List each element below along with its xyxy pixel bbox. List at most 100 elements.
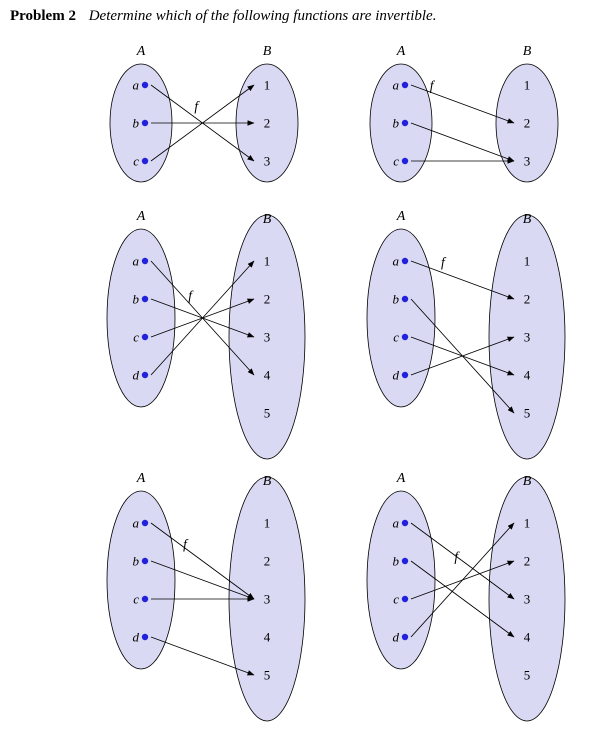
domain-element-dot xyxy=(401,119,409,127)
mapping-arrow xyxy=(410,260,515,300)
codomain-set-ellipse xyxy=(495,63,559,183)
domain-element-label: a xyxy=(133,516,140,531)
domain-element-dot xyxy=(141,81,149,89)
domain-element-dot xyxy=(141,333,149,341)
codomain-element-label: 1 xyxy=(264,516,271,531)
domain-set-ellipse xyxy=(366,228,436,408)
codomain-element-label: 5 xyxy=(524,668,531,683)
domain-element-dot xyxy=(141,519,149,527)
domain-element-label: b xyxy=(133,554,140,569)
mapping-arrow xyxy=(150,560,255,600)
codomain-set-label: B xyxy=(523,474,532,489)
domain-element-label: d xyxy=(393,368,400,383)
codomain-element-label: 3 xyxy=(264,154,271,169)
domain-element-label: d xyxy=(133,630,140,645)
domain-element-label: b xyxy=(133,116,140,131)
domain-set-ellipse xyxy=(106,228,176,408)
codomain-set-ellipse xyxy=(228,214,306,460)
domain-element-dot xyxy=(401,595,409,603)
domain-element-dot xyxy=(401,371,409,379)
domain-element-label: c xyxy=(133,330,139,345)
codomain-element-label: 1 xyxy=(264,78,271,93)
codomain-element-label: 3 xyxy=(264,330,271,345)
codomain-element-label: 2 xyxy=(264,116,271,131)
function-label: f xyxy=(454,549,460,564)
domain-element-dot xyxy=(141,595,149,603)
codomain-element-label: 5 xyxy=(264,406,271,421)
codomain-element-label: 2 xyxy=(264,292,271,307)
domain-set-label: A xyxy=(136,471,146,486)
domain-element-dot xyxy=(401,257,409,265)
domain-element-label: a xyxy=(393,516,400,531)
codomain-element-label: 4 xyxy=(524,368,531,383)
domain-element-label: b xyxy=(393,292,400,307)
codomain-element-label: 1 xyxy=(524,516,531,531)
domain-element-label: c xyxy=(393,330,399,345)
function-label: f xyxy=(430,78,436,93)
mapping-arrow xyxy=(410,122,515,162)
domain-element-dot xyxy=(401,295,409,303)
mapping-arrow xyxy=(410,522,515,638)
problem-statement: Determine which of the following functio… xyxy=(88,8,437,24)
problem-label: Problem 2 xyxy=(10,8,76,24)
mapping-arrow xyxy=(150,522,255,600)
domain-element-dot xyxy=(401,81,409,89)
problem-header: Problem 2 Determine which of the followi… xyxy=(10,8,604,25)
domain-set-label: A xyxy=(396,209,406,224)
domain-element-dot xyxy=(141,295,149,303)
codomain-element-label: 5 xyxy=(524,406,531,421)
domain-element-label: b xyxy=(133,292,140,307)
domain-set-label: A xyxy=(136,209,146,224)
codomain-element-label: 1 xyxy=(524,254,531,269)
domain-element-dot xyxy=(401,333,409,341)
domain-set-ellipse xyxy=(106,490,176,670)
mapping-arrow xyxy=(410,336,515,376)
mapping-arrow xyxy=(410,522,515,600)
codomain-set-label: B xyxy=(523,44,532,59)
codomain-set-label: B xyxy=(263,474,272,489)
function-diagram-1: A Ba b c 1 2 3 f xyxy=(109,44,299,183)
domain-element-dot xyxy=(141,257,149,265)
codomain-element-label: 4 xyxy=(264,368,271,383)
mapping-arrow xyxy=(150,260,255,376)
function-label: f xyxy=(188,288,194,303)
domain-element-dot xyxy=(401,157,409,165)
domain-element-label: c xyxy=(393,592,399,607)
domain-element-label: d xyxy=(393,630,400,645)
codomain-element-label: 1 xyxy=(524,78,531,93)
domain-element-dot xyxy=(141,633,149,641)
function-label: f xyxy=(441,255,447,270)
function-label: f xyxy=(194,98,200,113)
codomain-element-label: 2 xyxy=(524,116,531,131)
domain-element-label: c xyxy=(133,154,139,169)
domain-element-dot xyxy=(141,119,149,127)
codomain-element-label: 2 xyxy=(524,554,531,569)
domain-element-label: a xyxy=(393,78,400,93)
codomain-element-label: 2 xyxy=(524,292,531,307)
codomain-element-label: 5 xyxy=(264,668,271,683)
domain-element-label: c xyxy=(393,154,399,169)
domain-element-dot xyxy=(141,157,149,165)
domain-element-dot xyxy=(401,557,409,565)
domain-element-dot xyxy=(141,557,149,565)
codomain-element-label: 3 xyxy=(264,592,271,607)
codomain-set-label: B xyxy=(523,212,532,227)
domain-element-dot xyxy=(401,633,409,641)
domain-element-label: b xyxy=(393,116,400,131)
domain-element-label: d xyxy=(133,368,140,383)
codomain-set-label: B xyxy=(263,44,272,59)
domain-element-label: a xyxy=(133,78,140,93)
document-page: Problem 2 Determine which of the followi… xyxy=(10,8,604,723)
domain-set-label: A xyxy=(136,44,146,59)
mapping-arrow xyxy=(150,636,255,676)
